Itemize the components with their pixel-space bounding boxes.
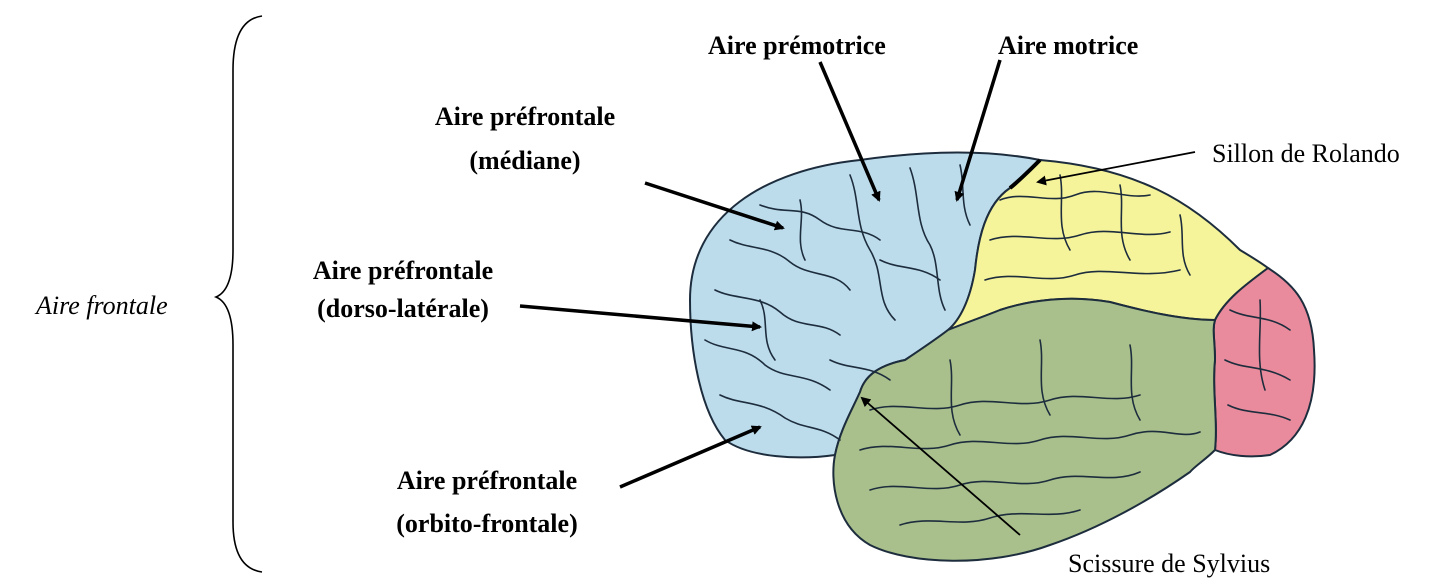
label-aire-frontale: Aire frontale [36, 290, 168, 321]
arrow-pref-orbito [620, 427, 760, 487]
frontal-brace [216, 16, 262, 572]
label-pref-mediane-line2: (médiane) [400, 145, 650, 176]
label-scissure-sylvius: Scissure de Sylvius [1068, 548, 1270, 579]
label-pref-orbito-line2: (orbito-frontale) [362, 508, 612, 539]
label-aire-motrice: Aire motrice [998, 30, 1138, 61]
label-pref-mediane-line1: Aire préfrontale [400, 101, 650, 132]
brain [690, 153, 1315, 561]
label-pref-dorso-line1: Aire préfrontale [278, 255, 528, 286]
label-sillon-rolando: Sillon de Rolando [1212, 138, 1400, 169]
label-pref-orbito-line1: Aire préfrontale [362, 465, 612, 496]
label-pref-dorso-line2: (dorso-latérale) [278, 293, 528, 324]
label-aire-premotrice: Aire prémotrice [708, 30, 886, 61]
